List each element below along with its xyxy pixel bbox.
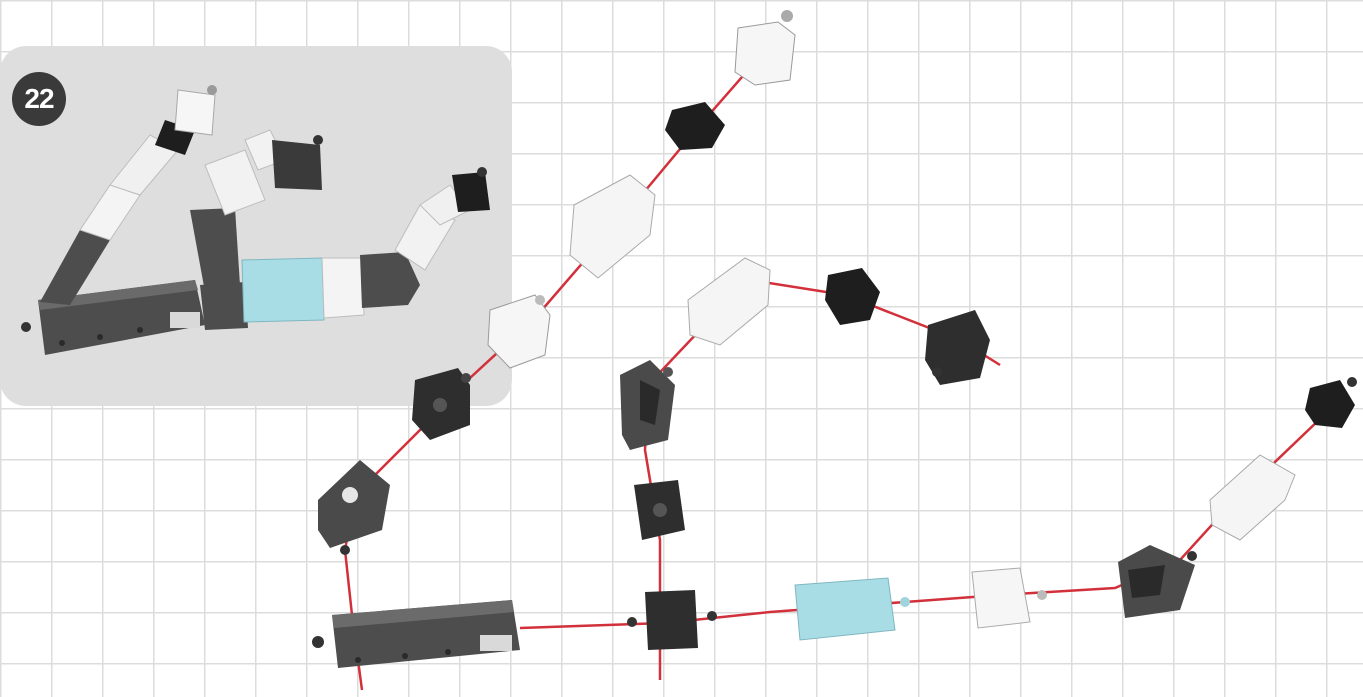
middle-chain <box>620 258 990 540</box>
step-number-badge: 22 <box>12 72 66 126</box>
step-number-label: 22 <box>24 83 53 115</box>
